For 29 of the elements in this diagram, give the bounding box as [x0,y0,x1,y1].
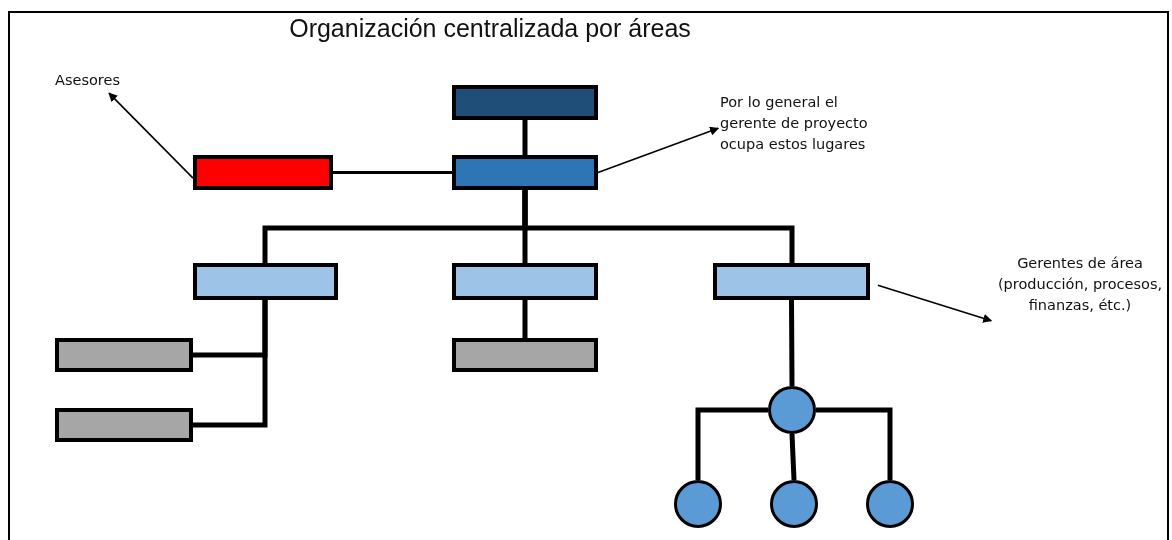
connector-line [193,300,268,428]
connector-line [695,407,768,480]
connector-line [789,433,797,481]
connector-line [522,190,795,263]
org-circle [866,480,914,528]
org-box [193,155,333,190]
org-box [55,338,193,372]
org-box [193,263,338,300]
annotation-text: Gerentes de área (producción, procesos, finanzas, étc.) [993,253,1167,341]
connector-line [522,120,528,155]
org-box [452,155,598,190]
org-box [713,263,870,300]
org-box [452,338,598,372]
org-circle [770,480,818,528]
leader-arrow [877,284,993,323]
connector-line [333,171,452,174]
connector-line [789,300,795,386]
diagram-title: Organización centralizada por áreas [288,14,692,43]
annotation-text: Asesores [55,70,145,92]
org-box [452,85,598,120]
annotation-text: Por lo general el gerente de proyecto ocupa estos lugares [720,92,898,158]
org-box [55,408,193,442]
connector-line [816,407,893,480]
connector-line [522,300,528,338]
org-circle [674,480,722,528]
org-box [452,263,598,300]
org-circle [768,386,816,434]
leader-arrow [108,92,194,179]
leader-arrow [597,126,720,174]
